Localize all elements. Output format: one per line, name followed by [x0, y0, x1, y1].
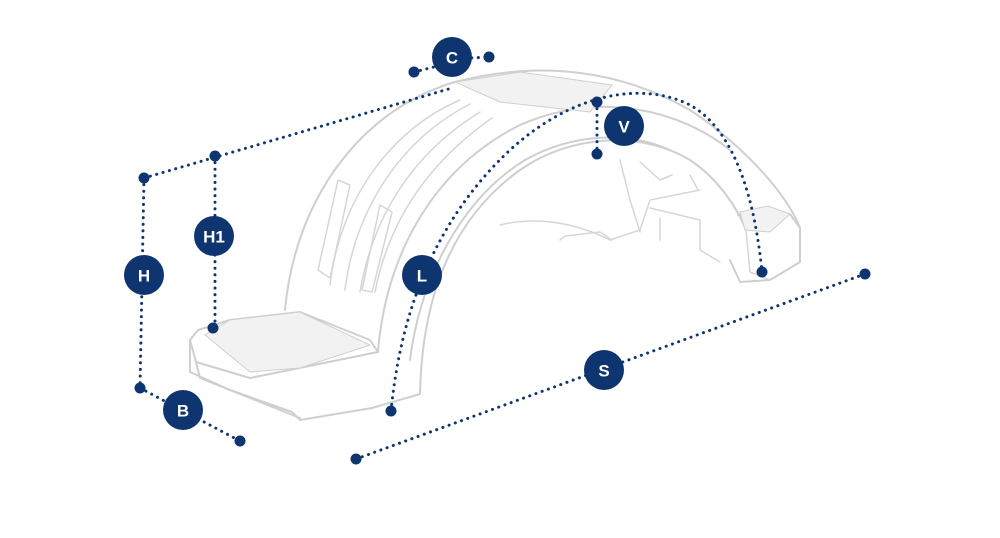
mudguard-outline [189, 69, 801, 421]
label-c-text: C [446, 49, 458, 68]
label-badge-b: B [163, 390, 203, 430]
dimension-endpoints [134, 51, 871, 465]
dimension-v-endpoint [591, 148, 603, 160]
dimension-h1-endpoint [209, 150, 221, 162]
label-badge-v: V [604, 106, 644, 146]
label-b-text: B [177, 402, 189, 421]
dimension-v-endpoint [591, 96, 603, 108]
label-badge-s: S [584, 350, 624, 390]
dimension-s-endpoint [859, 268, 871, 280]
label-v-text: V [618, 118, 630, 137]
label-l-text: L [417, 267, 427, 286]
dimension-s-endpoint [350, 453, 362, 465]
dimension-l-endpoint [756, 266, 768, 278]
dimension-h1-endpoint [207, 322, 219, 334]
dimension-c-endpoint [483, 51, 495, 63]
label-s-text: S [598, 362, 609, 381]
label-badge-h1: H1 [194, 216, 234, 256]
label-badge-c: C [432, 37, 472, 77]
label-badge-l: L [402, 255, 442, 295]
dimension-b-line [138, 386, 242, 443]
label-h1-text: H1 [203, 228, 225, 247]
dimension-b-endpoint [234, 435, 246, 447]
label-badge-h: H [124, 255, 164, 295]
label-h-text: H [138, 267, 150, 286]
dimension-h-endpoint [134, 382, 146, 394]
dimension-c-line [412, 55, 491, 74]
dimension-l-endpoint [385, 405, 397, 417]
dimension-h-endpoint [138, 172, 150, 184]
dimension-c-endpoint [408, 66, 420, 78]
dimension-lines [138, 55, 867, 461]
dimension-top-edge-line [142, 86, 454, 180]
